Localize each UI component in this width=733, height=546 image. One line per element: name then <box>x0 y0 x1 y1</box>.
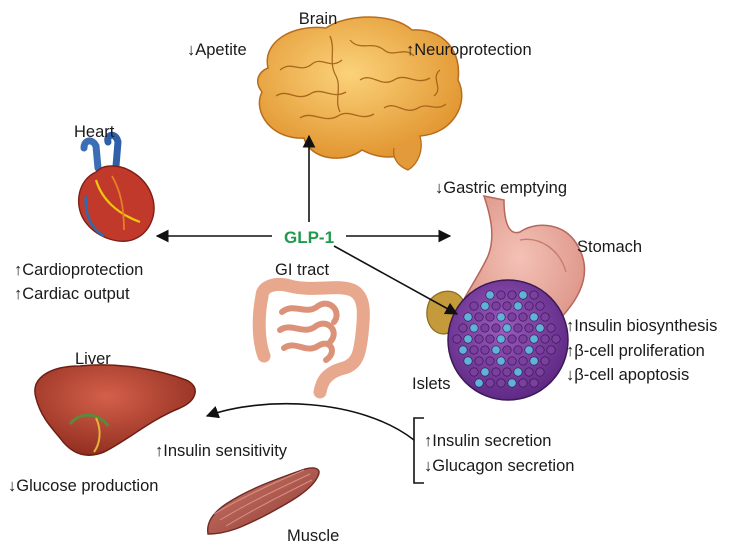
insulin-biosynthesis-effect: ↑Insulin biosynthesis <box>566 317 717 335</box>
brain-shape <box>258 17 462 158</box>
small-intestine-shape <box>280 304 337 360</box>
cardiac-output-effect: ↑Cardiac output <box>14 285 130 303</box>
cardioprotection-effect: ↑Cardioprotection <box>14 261 143 279</box>
insulin-secretion-effect: ↑Insulin secretion <box>424 432 551 450</box>
glucose-production-effect: ↓Glucose production <box>8 477 158 495</box>
insulin-sensitivity-effect: ↑Insulin sensitivity <box>155 442 288 460</box>
muscle-label: Muscle <box>287 527 339 545</box>
heart-shape <box>79 166 154 241</box>
gi-tract-illustration <box>259 284 363 392</box>
gi-tract-label: GI tract <box>275 261 330 279</box>
beta-cell-proliferation-effect: ↑β-cell proliferation <box>566 342 705 360</box>
arrow-to-islets <box>334 246 457 314</box>
arrow-to-liver <box>207 404 414 440</box>
islets-illustration <box>448 280 568 400</box>
brain-label: Brain <box>299 10 338 28</box>
appetite-effect: ↓Apetite <box>187 41 247 59</box>
liver-label: Liver <box>75 350 111 368</box>
beta-cell-apoptosis-effect: ↓β-cell apoptosis <box>566 366 689 384</box>
heart-illustration <box>79 135 154 241</box>
glp1-hub-label: GLP-1 <box>284 228 334 247</box>
glucagon-secretion-effect: ↓Glucagon secretion <box>424 457 574 475</box>
brain-illustration <box>258 17 462 170</box>
muscle-illustration <box>208 468 319 534</box>
stomach-label: Stomach <box>577 238 642 256</box>
gastric-emptying-effect: ↓Gastric emptying <box>435 179 567 197</box>
colon-shape <box>262 284 363 392</box>
neuroprotection-effect: ↑Neuroprotection <box>406 41 532 59</box>
pancreas-bracket <box>414 418 424 483</box>
heart-label: Heart <box>74 123 115 141</box>
islets-label: Islets <box>412 375 451 393</box>
